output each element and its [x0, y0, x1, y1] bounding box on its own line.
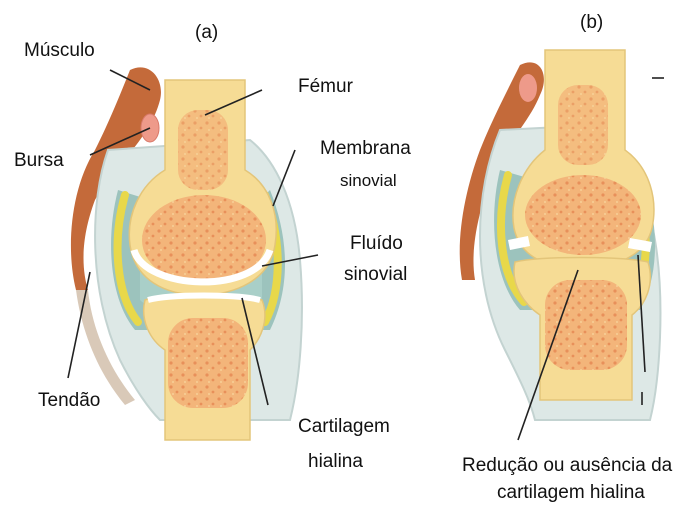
panel-a-joint: [71, 67, 302, 440]
label-membrana-sinovial: sinovial: [340, 170, 397, 192]
label-cartilagem: Cartilagem: [298, 416, 390, 438]
label-femur: Fémur: [298, 76, 353, 98]
panel-b-tag: (b): [580, 12, 603, 34]
femur-shaft-marrow-b: [558, 85, 608, 165]
label-cartilagem-hialina: hialina: [308, 451, 363, 473]
label-musculo: Músculo: [24, 40, 95, 62]
bursa-b: [519, 74, 537, 102]
panel-a-tag: (a): [195, 22, 218, 44]
femur-shaft-marrow-a: [178, 110, 228, 190]
label-fluido: Fluído: [350, 233, 403, 255]
femur-marrow-b: [525, 175, 641, 255]
label-reducao: Redução ou ausência da: [462, 455, 672, 477]
label-tendao: Tendão: [38, 390, 100, 412]
label-bursa: Bursa: [14, 150, 64, 172]
tibia-marrow-b: [545, 280, 627, 370]
tibia-marrow-a: [168, 318, 248, 408]
label-membrana: Membrana: [320, 138, 411, 160]
label-fluido-sinovial: sinovial: [344, 264, 407, 286]
panel-b-joint: [460, 50, 661, 420]
label-reducao-cartilagem: cartilagem hialina: [497, 482, 645, 504]
